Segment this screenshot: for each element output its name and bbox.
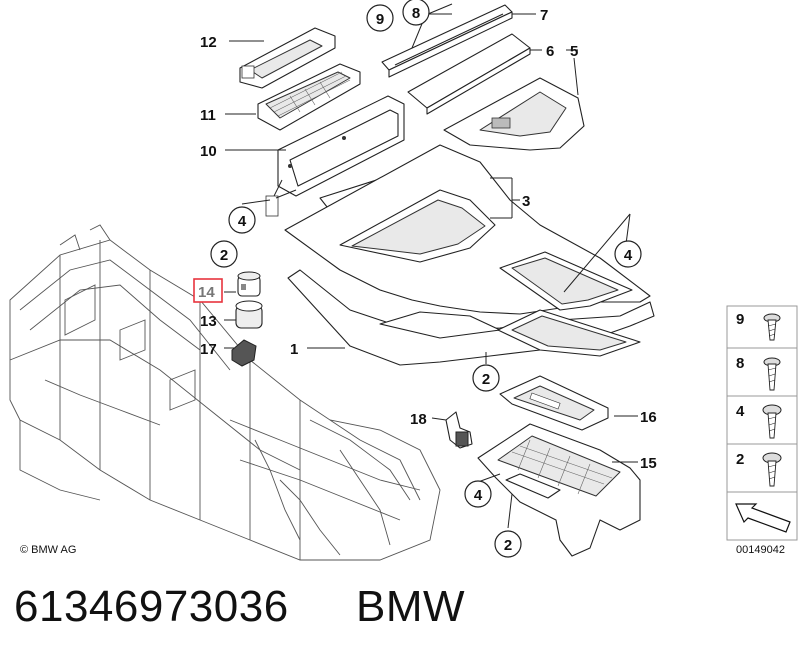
part-10-control-unit	[265, 95, 405, 217]
callout-11: 11	[200, 107, 216, 124]
callout-labels: 12 11 10 13 17 1 7 6 5 3 16 15 18	[200, 7, 657, 472]
svg-text:4: 4	[238, 213, 247, 230]
callout-3: 3	[522, 193, 530, 210]
legend-item-9: 9	[726, 305, 798, 349]
legend-item-8: 8	[726, 347, 798, 397]
callout-4b-circle: 4	[614, 240, 642, 268]
legend-item-4: 4	[726, 395, 798, 445]
callout-2a-circle: 2	[210, 240, 238, 268]
callout-17: 17	[200, 341, 217, 358]
callout-14-highlighted[interactable]: 14	[193, 278, 223, 303]
svg-text:9: 9	[736, 311, 744, 328]
svg-text:8: 8	[736, 355, 744, 372]
callout-2b-circle: 2	[472, 364, 500, 392]
callout-8-circle: 8	[402, 0, 430, 26]
direction-arrow-icon	[735, 503, 791, 533]
callout-7: 7	[540, 7, 548, 24]
fastener-legend: 9 8 4	[726, 305, 798, 556]
part-5-bezel	[443, 77, 585, 151]
svg-text:2: 2	[482, 371, 490, 388]
callout-5: 5	[570, 43, 578, 60]
callout-16: 16	[640, 409, 657, 426]
legend-arrow-box	[726, 491, 798, 541]
screw-icon	[763, 313, 781, 341]
callout-4a-circle: 4	[228, 206, 256, 234]
svg-text:4: 4	[624, 247, 633, 264]
callout-15: 15	[640, 455, 657, 472]
callout-12: 12	[200, 34, 217, 51]
part-1-console-panel	[284, 144, 655, 366]
svg-text:4: 4	[474, 487, 483, 504]
footer-part-number: 61346973036	[14, 582, 289, 631]
part-14-socket	[237, 271, 261, 297]
part-18-bracket	[445, 411, 473, 449]
svg-text:14: 14	[198, 284, 215, 301]
screw-icon	[763, 357, 781, 391]
part-16-tray	[499, 375, 609, 431]
svg-text:2: 2	[736, 451, 744, 468]
callout-9-circle: 9	[366, 4, 394, 32]
part-15-armrest-box	[477, 423, 641, 557]
diagram-code: 00149042	[736, 544, 785, 556]
callout-6: 6	[546, 43, 554, 60]
part-17-clip	[231, 339, 257, 367]
callout-10: 10	[200, 143, 217, 160]
part-12-tray	[239, 27, 336, 89]
console-frame	[9, 224, 441, 561]
screw-icon	[762, 404, 782, 439]
part-11-grille-tray	[257, 63, 361, 131]
circled-callouts: 9 8 4 2 4 2 4 2	[210, 0, 642, 558]
part-7-trim-strip	[381, 4, 513, 78]
copyright-text: © BMW AG	[20, 544, 76, 556]
svg-text:2: 2	[504, 537, 512, 554]
callout-2c-circle: 2	[494, 530, 522, 558]
svg-text:8: 8	[412, 5, 420, 22]
svg-text:9: 9	[376, 11, 384, 28]
callout-18: 18	[410, 411, 427, 428]
footer-brand: BMW	[356, 582, 466, 631]
callout-1: 1	[290, 341, 298, 358]
legend-item-2: 2	[726, 443, 798, 493]
screw-icon	[762, 452, 782, 487]
svg-text:2: 2	[220, 247, 228, 264]
callout-4c-circle: 4	[464, 480, 492, 508]
part-6-panel	[407, 33, 531, 115]
callout-13: 13	[200, 313, 217, 330]
svg-text:4: 4	[736, 403, 745, 420]
part-13-socket	[235, 300, 263, 329]
leader-lines	[224, 3, 638, 529]
